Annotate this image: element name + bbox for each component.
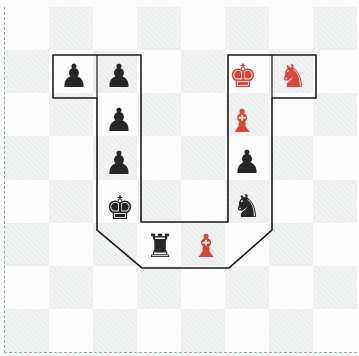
- board-square: [93, 266, 137, 309]
- red-bishop-piece[interactable]: ♝: [187, 227, 225, 265]
- board-square: [225, 266, 269, 309]
- board-square: [269, 180, 313, 223]
- black-pawn-piece[interactable]: ♟: [100, 144, 138, 182]
- board-square: [313, 266, 357, 309]
- board-square: [137, 180, 181, 223]
- board-square: [49, 223, 93, 266]
- board-square: [313, 223, 357, 266]
- board-square: [49, 180, 93, 223]
- board-square: [49, 93, 93, 136]
- board-square: [225, 309, 269, 352]
- board-square: [313, 309, 357, 352]
- board-square: [269, 7, 313, 50]
- board-square: [137, 309, 181, 352]
- board-square: [137, 136, 181, 179]
- board-square: [49, 309, 93, 352]
- black-pawn-piece[interactable]: ♟: [228, 143, 266, 181]
- board-square: [5, 309, 49, 352]
- board-square: [269, 223, 313, 266]
- board-square: [313, 136, 357, 179]
- board-square: [313, 7, 357, 50]
- black-knight-piece[interactable]: ♞: [228, 187, 266, 225]
- board-square: [225, 7, 269, 50]
- board-square: [269, 266, 313, 309]
- board-square: [269, 93, 313, 136]
- board-square: [181, 7, 225, 50]
- board-square: [5, 50, 49, 93]
- board-square: [181, 50, 225, 93]
- board-square: [313, 93, 357, 136]
- board-square: [5, 136, 49, 179]
- board-square: [49, 7, 93, 50]
- board-square: [225, 223, 269, 266]
- board-square: [5, 180, 49, 223]
- red-knight-piece[interactable]: ♞: [274, 57, 312, 95]
- board-square: [93, 309, 137, 352]
- black-king-piece[interactable]: ♚: [101, 189, 139, 227]
- board-square: [181, 180, 225, 223]
- black-pawn-piece[interactable]: ♟: [100, 101, 138, 139]
- red-king-piece[interactable]: ♚: [224, 57, 262, 95]
- board-square: [49, 136, 93, 179]
- black-pawn-piece[interactable]: ♟: [55, 57, 93, 95]
- board-square: [313, 180, 357, 223]
- board-square: [137, 93, 181, 136]
- board-square: [181, 93, 225, 136]
- board-square: [137, 50, 181, 93]
- board-square: [181, 266, 225, 309]
- board-square: [181, 136, 225, 179]
- board-square: [93, 7, 137, 50]
- board-square: [269, 136, 313, 179]
- board-square: [5, 93, 49, 136]
- board-square: [137, 7, 181, 50]
- black-pawn-piece[interactable]: ♟: [100, 57, 138, 95]
- board-square: [313, 50, 357, 93]
- board-square: [5, 223, 49, 266]
- red-bishop-piece[interactable]: ♝: [223, 102, 261, 140]
- board-square: [269, 309, 313, 352]
- board-square: [5, 266, 49, 309]
- board-square: [137, 266, 181, 309]
- board-square: [93, 223, 137, 266]
- board-square: [181, 309, 225, 352]
- board-square: [5, 7, 49, 50]
- black-rook-piece[interactable]: ♜: [141, 227, 179, 265]
- board-square: [49, 266, 93, 309]
